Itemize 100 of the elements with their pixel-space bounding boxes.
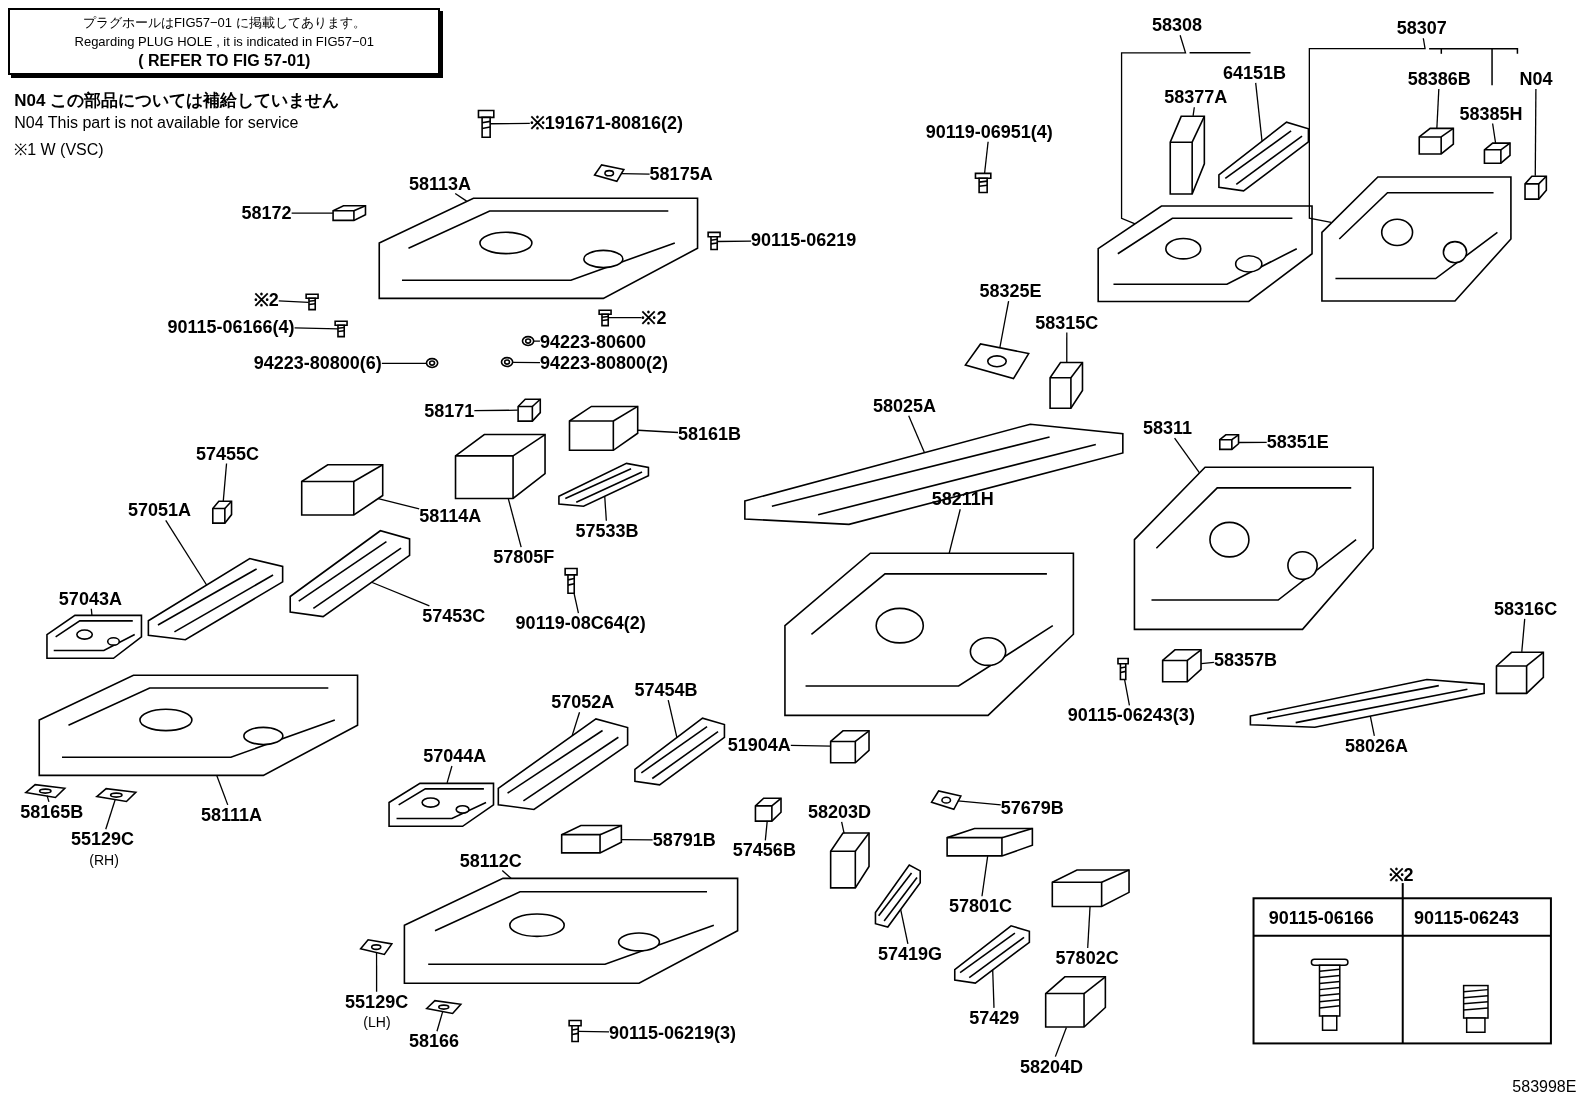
part-number: 58204D: [1020, 1056, 1084, 1077]
leader-line: [489, 122, 531, 125]
leader-line: [899, 908, 909, 945]
bracket-drawing: [753, 796, 784, 823]
part-number: 57419G: [877, 943, 943, 964]
part-number: 58325E: [979, 281, 1042, 302]
leader-line: [1436, 88, 1440, 129]
bolt-icon: [1116, 657, 1129, 681]
note-text: N04 This part is not available for service: [14, 113, 299, 132]
leader-line: [999, 300, 1010, 349]
part-number: 58166: [409, 1031, 460, 1052]
part-number: 57051A: [127, 500, 191, 521]
bolt-icon: [304, 294, 319, 311]
part-number: 58203D: [807, 801, 871, 822]
note-text: プラグホールはFIG57−01 に掲載してあります。: [81, 14, 367, 33]
leader-line: [604, 495, 607, 522]
floor-panel-drawing: [1096, 203, 1315, 305]
leader-line: [291, 212, 334, 214]
crossmember-drawing: [147, 556, 285, 643]
part-number: 58172: [241, 203, 292, 223]
leader-line: [501, 869, 512, 879]
leader-line: [790, 744, 832, 747]
part-number: 58316C: [1494, 598, 1558, 619]
leader-line: [165, 519, 208, 586]
nut-icon: [521, 335, 534, 347]
part-number: ※191671-80816(2): [529, 112, 683, 133]
leader-line: [454, 192, 468, 202]
part-number: 90115-06166(4): [167, 316, 295, 337]
floor-panel-drawing: [35, 671, 361, 779]
bracket-drawing: [1522, 174, 1548, 200]
bracket-drawing: [1481, 142, 1513, 165]
leader-line: [764, 820, 768, 842]
bracket-drawing: [827, 830, 873, 892]
leader-line: [1123, 678, 1131, 707]
figure-code: 583998E: [1512, 1077, 1577, 1096]
bracket-drawing: [1415, 126, 1457, 156]
note-text: N04 この部品については補給していません: [14, 90, 340, 113]
part-number: 57802C: [1055, 948, 1119, 968]
leader-line: [473, 409, 519, 412]
bracket-drawing: [1159, 647, 1205, 684]
leader-line: [620, 173, 651, 175]
bolt-icon: [974, 172, 993, 193]
part-number: 90119-08C64(2): [515, 613, 646, 634]
side-note: (LH): [363, 1014, 391, 1030]
crossmember-drawing: [497, 715, 630, 812]
leader-line: [90, 608, 93, 617]
part-number: 57429: [969, 1007, 1020, 1028]
leader-line: [717, 240, 752, 243]
part-number: 58315C: [1035, 312, 1099, 333]
footnote-mark: ※2: [1388, 863, 1414, 886]
leader-line: [1200, 661, 1215, 665]
part-number: 58307: [1396, 18, 1447, 39]
part-number: 58308: [1152, 15, 1203, 36]
part-number: 58385H: [1459, 103, 1523, 124]
leader-line: [1255, 82, 1263, 142]
leader-line: [841, 821, 845, 834]
leader-line: [105, 798, 116, 830]
part-number: 90115-06243(3): [1067, 705, 1195, 726]
leader-line: [1054, 1026, 1068, 1058]
note-text: Regarding PLUG HOLE , it is indicated in FIG57−01: [73, 33, 376, 52]
leader-line: [957, 800, 1002, 806]
side-note: (RH): [89, 851, 119, 868]
part-number: 90119-06951(4): [925, 121, 1053, 142]
part-number: 57052A: [551, 692, 615, 713]
part-number: 58113A: [409, 173, 472, 194]
leader-line: [46, 794, 50, 803]
leader-line: [1087, 905, 1091, 949]
part-number: N04: [1519, 69, 1553, 89]
leader-line: [293, 327, 339, 330]
leader-line: [637, 429, 679, 434]
leader-line: [571, 711, 581, 737]
leader-line: [607, 316, 643, 319]
part-number: 55129C: [345, 991, 409, 1012]
part-number: ※2: [253, 290, 279, 311]
part-number: ※2: [641, 307, 667, 328]
crossmember-drawing: [1248, 678, 1487, 729]
bolt-icon: [477, 109, 496, 138]
table-header: 90115-06166: [1268, 908, 1374, 930]
table-header: 90115-06243: [1413, 908, 1519, 930]
leader-line: [1192, 106, 1195, 117]
note-text: ( REFER TO FIG 57-01): [137, 51, 312, 71]
leader-line: [1369, 715, 1375, 737]
leader-line: [620, 839, 654, 841]
bolt-icon: [707, 232, 722, 251]
part-number: 57533B: [575, 520, 639, 541]
part-number: 90115-06219(3): [609, 1023, 737, 1044]
part-number: 58111A: [200, 804, 263, 825]
bracket-drawing: [827, 728, 873, 765]
note-box: [8, 8, 441, 76]
nut-icon: [501, 357, 514, 368]
part-number: 58112C: [459, 850, 522, 871]
leader-line: [1237, 441, 1268, 444]
leader-line: [377, 497, 420, 510]
crossmember-drawing: [634, 715, 726, 787]
leader-line: [948, 508, 961, 554]
leader-line: [573, 593, 580, 614]
bolt-icon: [333, 320, 349, 337]
leader-line: [1173, 437, 1200, 474]
part-number: 58165B: [20, 801, 84, 822]
part-number: 94223-80800(2): [539, 353, 669, 374]
